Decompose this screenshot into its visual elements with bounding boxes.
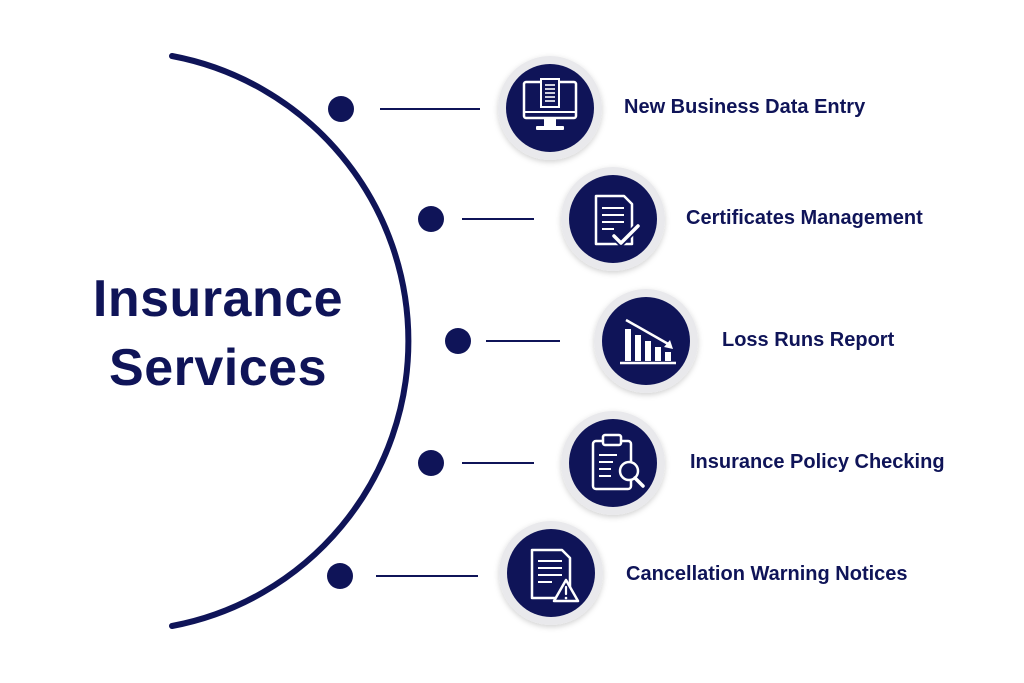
declining-bar-chart-icon [594,289,698,393]
arc-node [327,563,353,589]
service-label: Insurance Policy Checking [690,451,945,473]
service-label: Cancellation Warning Notices [626,563,908,585]
service-item-new-business-data-entry: New Business Data Entry [328,56,866,160]
title-line-1: Insurance [93,270,343,328]
document-warning-icon [499,521,603,625]
main-arc [169,53,412,629]
title-line-2: Services [109,339,327,397]
service-item-insurance-policy-checking: Insurance Policy Checking [418,411,945,515]
computer-monitor-icon [498,56,602,160]
clipboard-magnifier-icon [561,411,665,515]
arc-node [418,206,444,232]
certificate-checkmark-icon [561,167,665,271]
arc-node [328,96,354,122]
service-item-cancellation-warning-notices: Cancellation Warning Notices [327,521,908,625]
arc-node [445,328,471,354]
arc-node [418,450,444,476]
service-label: Certificates Management [686,207,923,229]
service-item-loss-runs-report: Loss Runs Report [445,289,895,393]
service-label: Loss Runs Report [722,329,895,351]
service-item-certificates-management: Certificates Management [418,167,923,271]
service-label: New Business Data Entry [624,96,866,118]
